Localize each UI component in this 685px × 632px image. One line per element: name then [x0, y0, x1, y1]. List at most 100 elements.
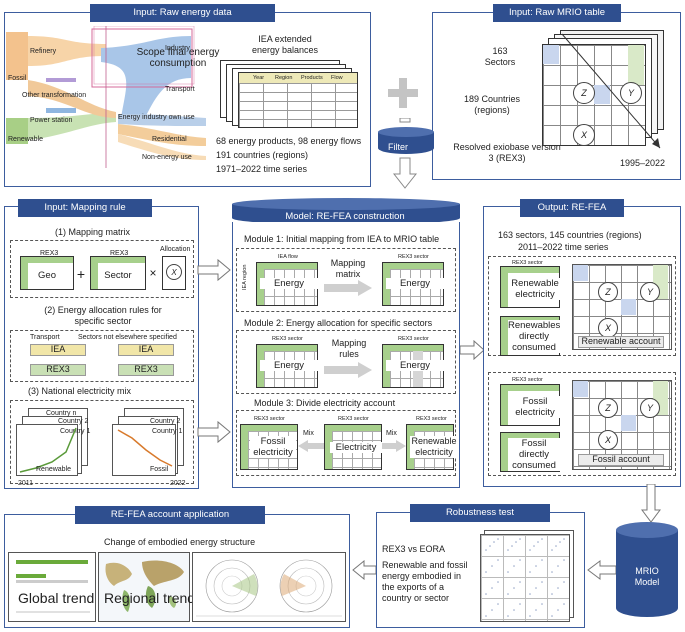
mapping-s1-box [10, 240, 194, 298]
country-1-label-right: Country 1 [152, 428, 183, 435]
out-fossil-direct: Fossil directly consumed [508, 438, 560, 471]
s2-iea-label-left: IEA [50, 344, 66, 354]
m1-mapping-matrix-label: Mapping matrix [330, 258, 366, 279]
global-trend-label: Global trend [18, 590, 95, 606]
s2-rex3-label-right: REX3 [134, 364, 158, 374]
mapping-header: Input: Mapping rule [18, 199, 152, 217]
mrio-x-circle: X [573, 124, 595, 146]
robustness-grid-front [480, 534, 570, 622]
radial-charts [196, 559, 342, 617]
global-trend-bars [16, 560, 90, 613]
sankey-refinery-label: Refinery [30, 48, 57, 55]
output-line1: 163 sectors, 145 countries (regions) [498, 230, 642, 240]
plus-symbol [388, 78, 418, 108]
mapping-times: × [149, 266, 157, 280]
robustness-header: Robustness test [410, 504, 550, 522]
regional-trend-label: Regional trend [104, 590, 196, 606]
sankey-industry-label: Industry [165, 45, 190, 52]
sankey-scope-label: Scope final energy consumption [136, 47, 220, 69]
model-cylinder-top [232, 198, 460, 225]
geo-label: Geo [38, 270, 56, 281]
model-header: Model: RE-FEA construction [285, 211, 405, 222]
m3-arrow-right [382, 440, 406, 452]
out-renewable-electricity: Renewable electricity [510, 278, 560, 300]
s2-iea-label-right: IEA [138, 344, 154, 354]
module2-title: Module 2: Energy allocation for specific… [244, 318, 433, 328]
sankey-diagram [6, 26, 206, 168]
m1-energy-left: Energy [260, 278, 318, 289]
s2-rex3-label-left: REX3 [46, 364, 70, 374]
application-header: RE-FEA account application [75, 506, 265, 524]
year-2011-label: 2011 [18, 480, 34, 487]
sankey-residential-label: Residential [152, 136, 187, 143]
model-to-output-arrow [460, 340, 485, 360]
mrio-time-arrow [561, 33, 661, 149]
sankey-renewable-label: Renewable [8, 136, 44, 143]
mrio-model-cylinder [616, 522, 678, 617]
m2-arrow [324, 362, 372, 378]
m3-rex3-sector-3: REX3 sector [416, 416, 447, 422]
iea-title: IEA extended energy balances [251, 34, 319, 55]
m3-arrow-left [298, 440, 324, 452]
sankey-fossil-label: Fossil [8, 75, 27, 82]
country-n-label: Country n [46, 410, 77, 417]
output-renewable-box [488, 256, 676, 356]
iea-col-flow: Flow [331, 75, 343, 81]
out-renewable-account: Renewable account [581, 336, 661, 346]
module1-title: Module 1: Initial mapping from IEA to MR… [244, 234, 440, 244]
m1-arrow [324, 280, 372, 296]
mapping-s3-box [10, 400, 194, 484]
country-2-label-right: Country 2 [150, 418, 181, 425]
sector-rex3-label: REX3 [110, 250, 129, 257]
m2-rex3-sector-left: REX3 sector [272, 336, 303, 342]
m3-renewable-electricity: Renewable electricity [410, 436, 458, 458]
year-2022-label: 2022 [170, 480, 186, 487]
m3-rex3-sector-2: REX3 sector [338, 416, 369, 422]
mrio-model-label: MRIO Model [634, 566, 660, 587]
output-line2: 2011–2022 time series [518, 242, 609, 252]
mrio-to-robustness-arrow [587, 560, 616, 580]
mrio-y-circle: Y [620, 82, 642, 104]
module2-box [236, 330, 456, 394]
out-rex3-sector-1: REX3 sector [512, 260, 543, 266]
sector-matrix [90, 256, 146, 290]
filter-cylinder [378, 127, 434, 154]
renewable-account-label-box [578, 336, 664, 348]
m2-mapping-rules-label: Mapping rules [331, 338, 367, 359]
raw-mrio-header: Input: Raw MRIO table [493, 4, 621, 22]
out-renewable-z: Z [598, 282, 618, 302]
m3-rex3-sector-1: REX3 sector [254, 416, 285, 422]
country-2-label-left: Country 2 [58, 418, 89, 425]
geo-matrix [20, 256, 74, 290]
iea-stat-2: 191 countries (regions) [216, 150, 309, 160]
allocation-x-circle: X [166, 264, 182, 280]
geo-rex3-label: REX3 [40, 250, 59, 257]
s2-iea-box-left [30, 344, 86, 356]
s2-iea-box-right [118, 344, 174, 356]
mrio-z-highlight [543, 45, 559, 64]
iea-table: Year Region Products Flow [238, 72, 358, 128]
mrio-sectors: 163 Sectors [484, 46, 516, 67]
radial-chart-panel [192, 552, 346, 622]
mrio-resolved: Resolved exiobase version 3 (REX3) [453, 142, 561, 163]
out-fossil-y: Y [640, 398, 660, 418]
output-to-mrio-arrow [641, 484, 661, 523]
mapping-plus: + [76, 266, 86, 282]
mrio-y-highlight [628, 45, 644, 85]
fossil-trend-line [117, 429, 173, 467]
m1-energy-right: Energy [386, 278, 444, 289]
iea-stat-3: 1971–2022 time series [216, 164, 308, 174]
sankey-other-transformation-label: Other transformation [22, 92, 87, 99]
filter-label: Filter [388, 142, 408, 152]
iea-col-year: Year [253, 75, 265, 81]
raw-energy-header: Input: Raw energy data [90, 4, 275, 22]
m2-energy-right: Energy [386, 360, 444, 371]
sankey-transport-label: Transport [165, 86, 195, 93]
application-subtitle: Change of embodied energy structure [104, 537, 256, 547]
mapping-s2-title: (2) Energy allocation rules for specific… [44, 305, 162, 326]
m3-mix-left: Mix [303, 430, 314, 437]
s2-not-elsewhere-label: Sectors not elsewhere specified [78, 334, 177, 341]
m2-energy-left: Energy [260, 360, 318, 371]
out-renewable-x: X [598, 318, 618, 338]
fossil-trend-label: Fossil [150, 466, 169, 473]
